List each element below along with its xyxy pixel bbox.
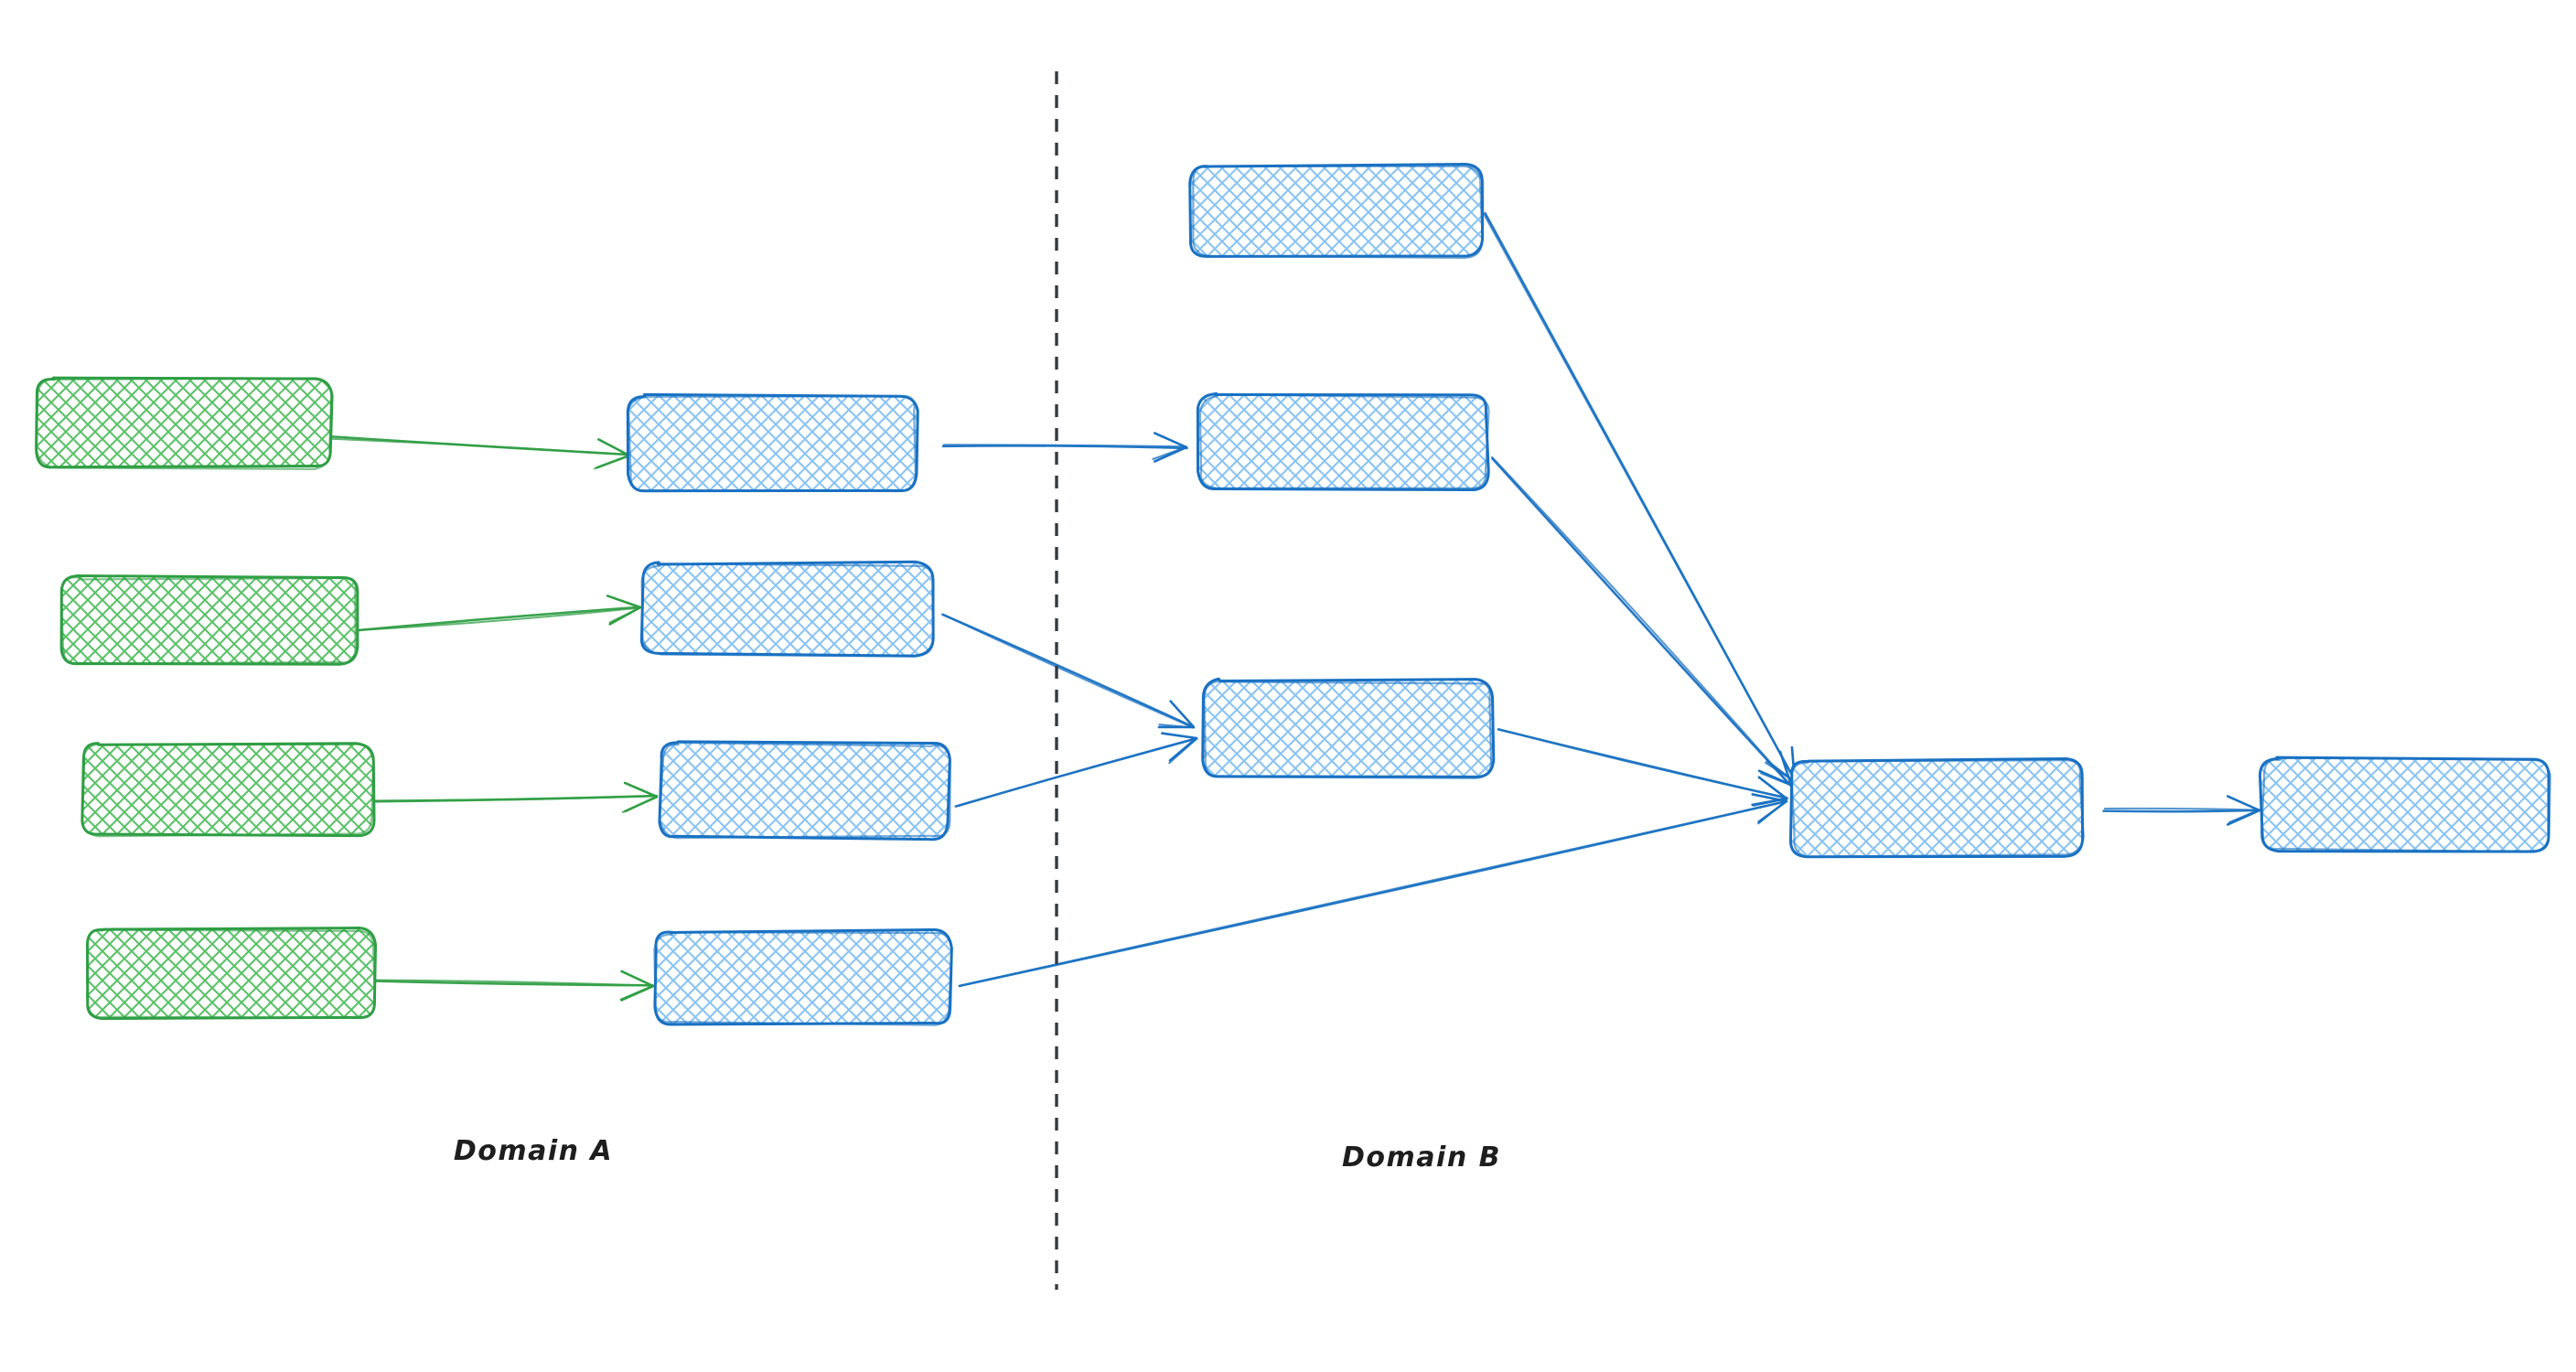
node-a-mid-1[interactable]	[626, 392, 919, 493]
node-a-src-2[interactable]	[59, 574, 360, 666]
nodes-layer	[35, 163, 2551, 1026]
node-a-src-1[interactable]	[35, 376, 334, 470]
edge-a-src-2-to-a-mid-2	[355, 595, 642, 632]
node-b-mid[interactable]	[1196, 391, 1490, 492]
edge-a-src-4-to-a-mid-4	[371, 970, 655, 1002]
node-a-src-4[interactable]	[85, 927, 378, 1021]
edges-layer	[329, 211, 2261, 1002]
edge-b-low-to-b-hub	[1497, 728, 1788, 807]
node-a-src-3[interactable]	[80, 742, 376, 838]
node-b-out[interactable]	[2259, 756, 2551, 853]
edge-a-mid-4-to-b-hub	[958, 793, 1788, 988]
node-b-top[interactable]	[1188, 163, 1485, 259]
edge-a-mid-3-to-b-low	[954, 732, 1198, 808]
node-a-mid-2[interactable]	[639, 560, 935, 658]
node-a-mid-4[interactable]	[653, 927, 953, 1026]
edge-b-hub-to-b-out	[2102, 795, 2261, 826]
edge-a-mid-2-to-b-low	[940, 613, 1196, 729]
edge-a-src-1-to-a-mid-1	[329, 434, 631, 470]
node-a-mid-3[interactable]	[658, 740, 951, 841]
edge-a-mid-1-to-b-mid	[941, 432, 1188, 463]
edge-b-mid-to-b-hub	[1491, 456, 1793, 787]
label-domain-b: Domain B	[1342, 1142, 1501, 1174]
labels-layer: Domain A Domain B	[454, 1135, 1501, 1174]
label-domain-a: Domain A	[454, 1135, 613, 1167]
node-b-hub[interactable]	[1788, 756, 2085, 859]
edge-a-src-3-to-a-mid-3	[370, 781, 659, 813]
node-b-low[interactable]	[1201, 677, 1496, 779]
